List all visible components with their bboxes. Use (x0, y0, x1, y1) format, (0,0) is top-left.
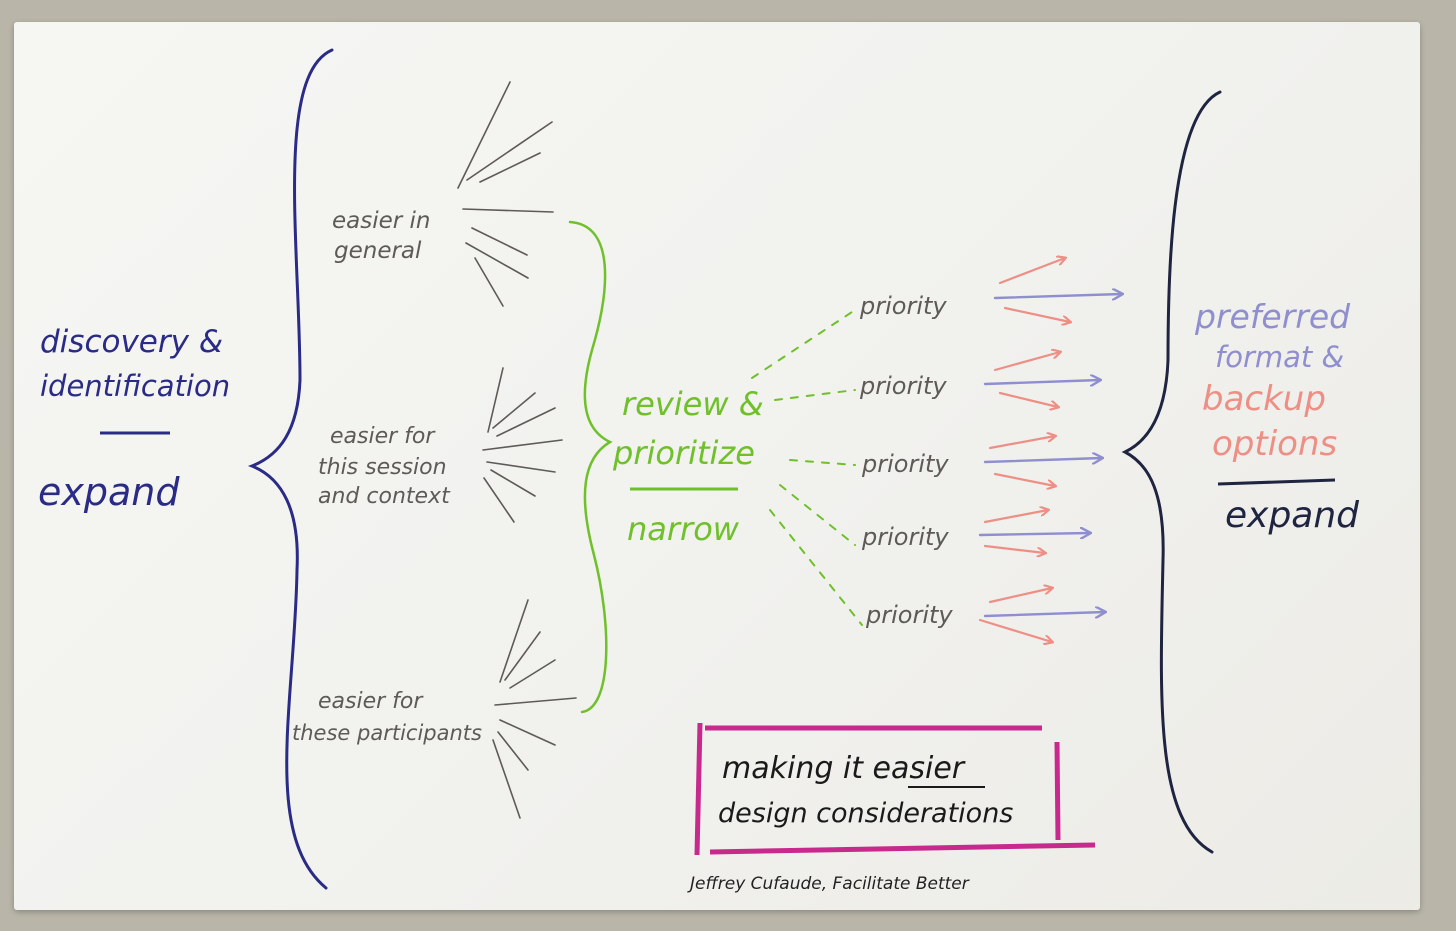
priority-label: priority (859, 372, 947, 400)
idea-rays (457, 81, 554, 307)
source-label: general (334, 238, 422, 264)
right-label-expand: expand (1225, 495, 1360, 536)
source-group-session: easier for this session and context (318, 367, 563, 523)
right-label-format: format & (1215, 340, 1344, 374)
arrow-set (978, 258, 1122, 642)
middle-label-narrow: narrow (627, 510, 740, 548)
middle-brace (568, 220, 613, 714)
title-line-1: making it easier (722, 751, 966, 786)
idea-rays (492, 599, 577, 819)
title-box: making it easier design considerations (694, 722, 1096, 856)
idea-rays (482, 367, 563, 523)
source-label: and context (318, 484, 451, 509)
source-label: easier in (332, 208, 431, 234)
middle-label-review: review & (622, 385, 764, 423)
right-brace (1121, 90, 1222, 854)
right-label-options: options (1212, 424, 1337, 464)
left-label-discovery: discovery & (40, 324, 223, 360)
title-line-2: design considerations (718, 798, 1013, 829)
right-label-preferred: preferred (1194, 297, 1351, 336)
priority-label: priority (861, 450, 949, 478)
source-label: this session (318, 455, 447, 480)
source-group-general: easier in general (332, 81, 554, 307)
right-label-backup: backup (1202, 379, 1326, 419)
priority-label: priority (865, 601, 953, 629)
source-label: these participants (292, 721, 482, 745)
left-brace (247, 48, 334, 890)
left-label-expand: expand (38, 470, 180, 514)
author-credit: Jeffrey Cufaude, Facilitate Better (687, 874, 970, 894)
source-group-participants: easier for these participants (292, 599, 577, 819)
source-label: easier for (318, 689, 424, 714)
middle-label-prioritize: prioritize (612, 434, 755, 472)
priority-label: priority (859, 292, 947, 320)
right-divider (1217, 478, 1336, 486)
priority-label: priority (861, 523, 949, 551)
left-label-identification: identification (40, 369, 230, 403)
priority-connectors (751, 309, 863, 626)
source-label: easier for (330, 424, 436, 449)
